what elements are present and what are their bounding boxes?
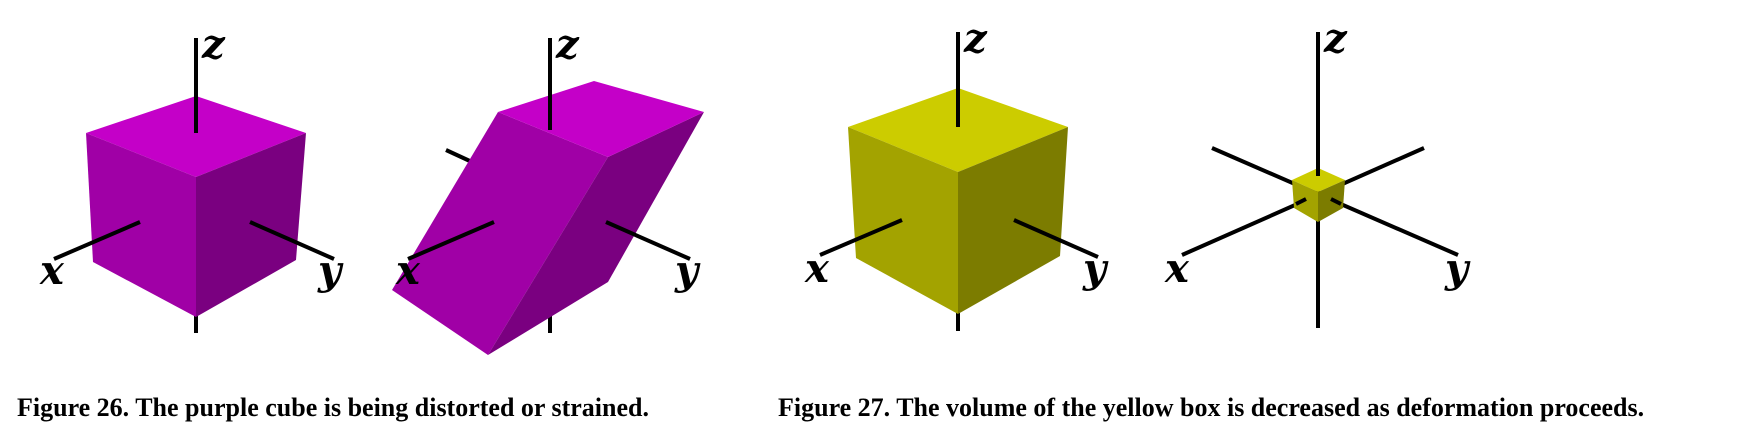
purple-cube-diagram: z x y [39,21,344,333]
cube-top-face [848,88,1068,172]
figures-canvas: z x y z x y z x [39,15,1471,355]
y-axis-label: y [317,247,344,294]
hidden-axis-stub [445,148,473,164]
small-yellow-box-diagram: z x y [1164,15,1471,328]
z-axis-label: z [555,21,580,68]
x-axis-label: x [1164,245,1190,292]
yellow-cube-diagram: z x y [804,15,1109,331]
y-axis [605,220,691,261]
y-axis [1013,218,1099,259]
y-axis-front [1330,197,1342,206]
prism-right-face [488,112,704,355]
y-axis-label: y [1444,245,1471,292]
z-axis-label: z [963,15,988,62]
x-axis-label: x [395,247,421,294]
y-axis-label: y [674,247,701,294]
cube-right-face [958,127,1068,314]
box-top-face [1292,168,1345,192]
cube-left-face [848,127,958,314]
x-axis [407,220,495,261]
x-axis-label: x [39,247,65,294]
cube-top-face [86,96,306,177]
x-axis-label: x [804,245,830,292]
y-axis [249,220,335,261]
x-axis [819,218,903,257]
prism-left-face [392,112,608,355]
cube-left-face [86,133,196,317]
figure-27-caption: Figure 27. The volume of the yellow box … [778,393,1645,422]
figure-26-caption: Figure 26. The purple cube is being dist… [17,393,649,422]
cube-right-face [196,133,306,317]
z-axis-label: z [201,21,226,68]
x-axis-front [1295,197,1307,206]
z-axis-label: z [1323,15,1348,62]
x-axis [53,220,141,261]
sheared-purple-prism-diagram: z x y [392,21,704,355]
y-axis-label: y [1082,245,1109,292]
